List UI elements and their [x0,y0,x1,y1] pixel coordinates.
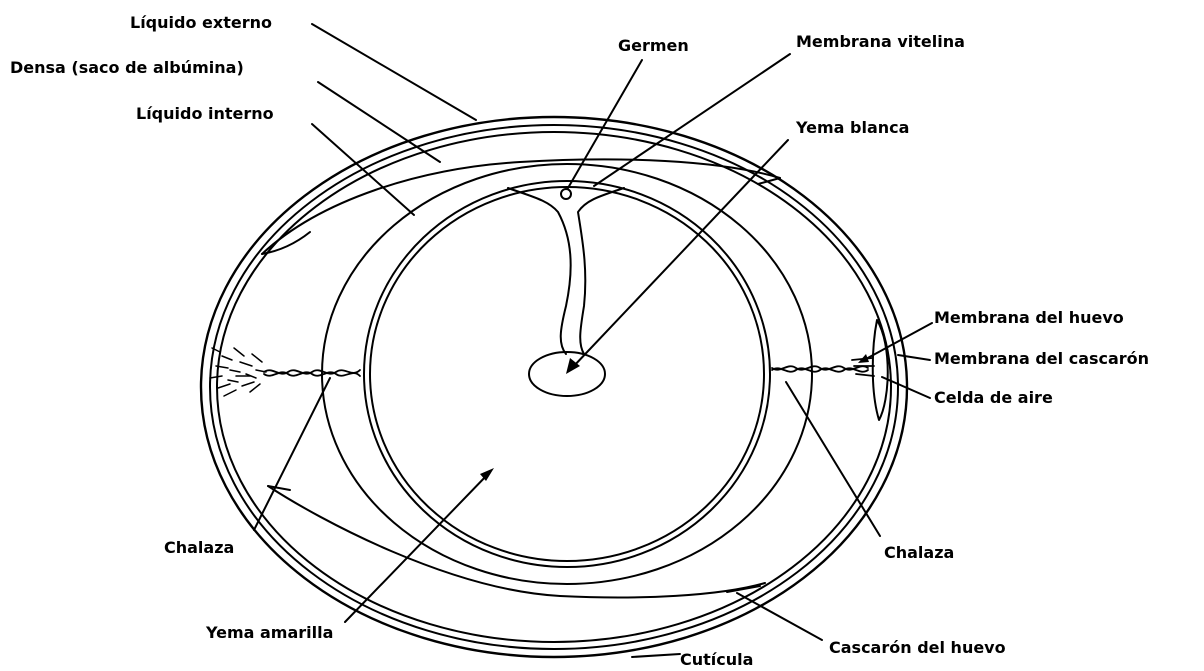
leader-cascaron [737,593,822,640]
label-membrana-vitelina: Membrana vitelina [796,32,965,52]
leader-membrana-cascaron [898,355,930,360]
label-yema-amarilla: Yema amarilla [206,623,333,643]
egg-shell [201,117,907,657]
leader-yema-blanca [572,140,788,368]
label-germen: Germen [618,36,689,56]
label-chalaza-right: Chalaza [884,543,954,563]
chalaza-right-cord [772,358,874,376]
inner-liquid-ring [322,164,812,584]
air-cell [873,320,888,420]
dense-albumen [262,159,780,597]
label-membrana-cascaron: Membrana del cascarón [934,349,1149,369]
leader-chalaza-right [786,382,880,536]
label-chalaza-left: Chalaza [164,538,234,558]
label-cascaron: Cascarón del huevo [829,638,1006,658]
leader-densa [318,82,440,162]
leader-chalaza-left [254,378,330,530]
leader-membrana-vitelina [594,54,790,186]
label-membrana-huevo: Membrana del huevo [934,308,1124,328]
label-densa: Densa (saco de albúmina) [10,58,244,78]
label-liquido-interno: Líquido interno [136,104,274,124]
label-yema-blanca: Yema blanca [796,118,909,138]
arrowheads [480,354,869,481]
leader-cuticula [632,654,680,657]
label-celda-aire: Celda de aire [934,388,1053,408]
white-yolk [508,188,624,396]
label-liquido-externo: Líquido externo [130,13,272,33]
label-cuticula: Cutícula [680,650,753,670]
leader-liquido-interno [312,124,414,215]
leader-liquido-externo [312,24,476,120]
chalaza-left-cord [264,370,360,376]
